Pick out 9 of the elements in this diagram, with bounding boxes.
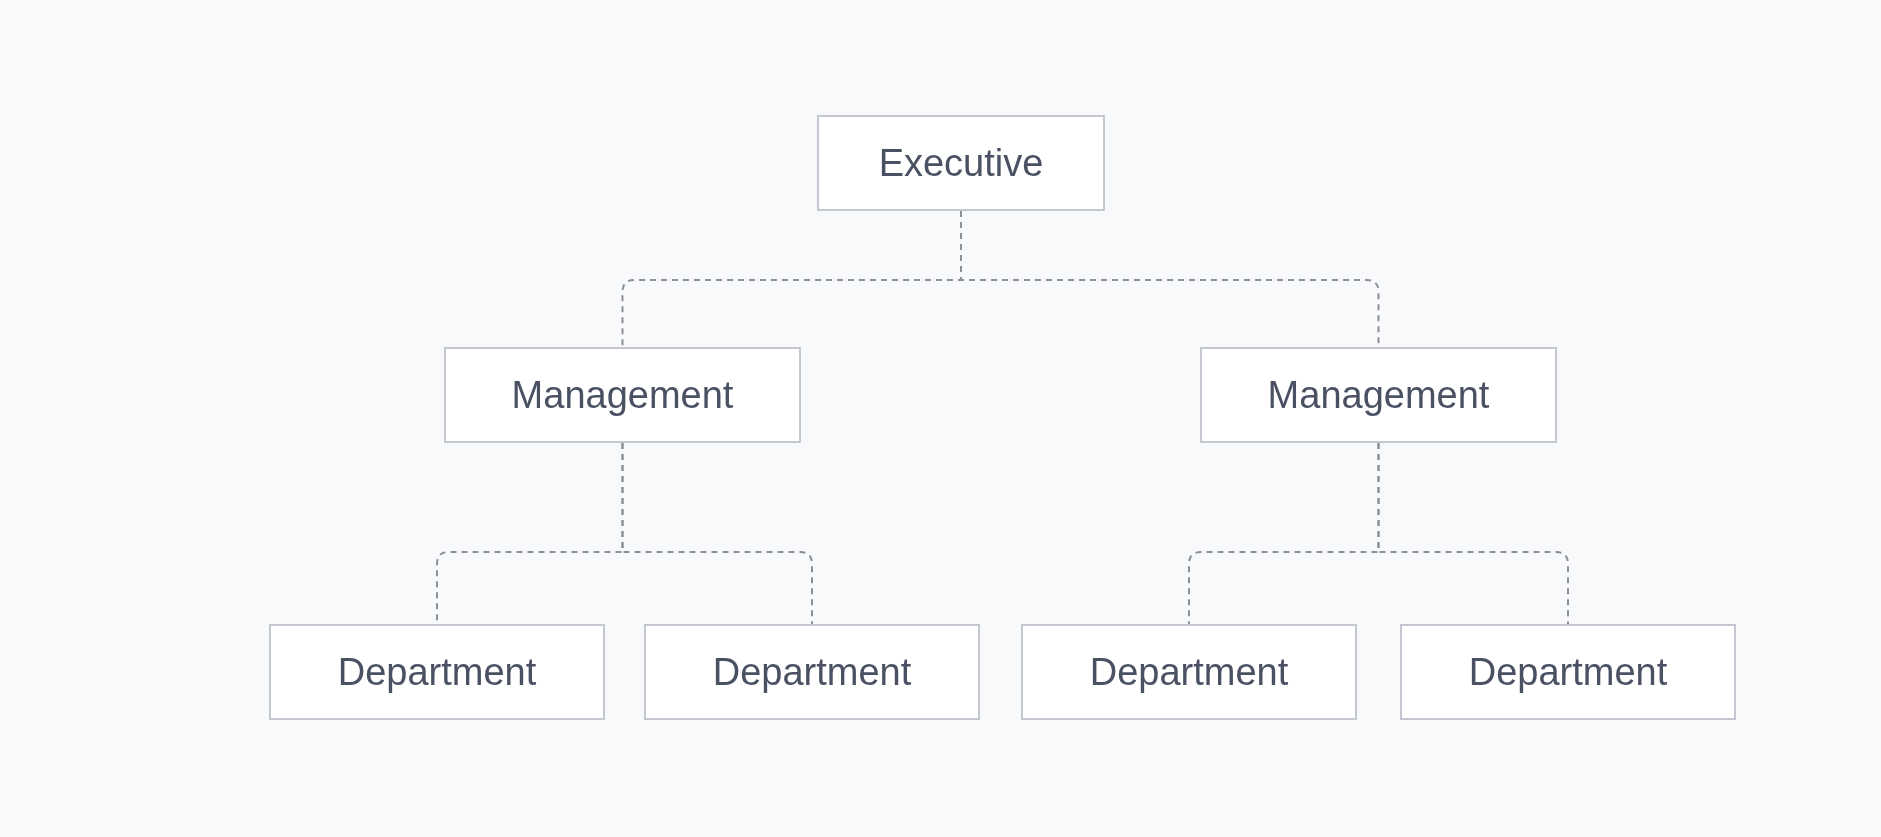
org-box: Department xyxy=(269,624,605,720)
org-box: Management xyxy=(444,347,801,443)
connector-line xyxy=(621,442,813,625)
org-box: Management xyxy=(1200,347,1557,443)
org-box: Department xyxy=(1021,624,1357,720)
connector-line xyxy=(1377,442,1569,625)
org-box: Department xyxy=(644,624,980,720)
org-box: Department xyxy=(1400,624,1736,720)
org-box: Executive xyxy=(817,115,1105,211)
